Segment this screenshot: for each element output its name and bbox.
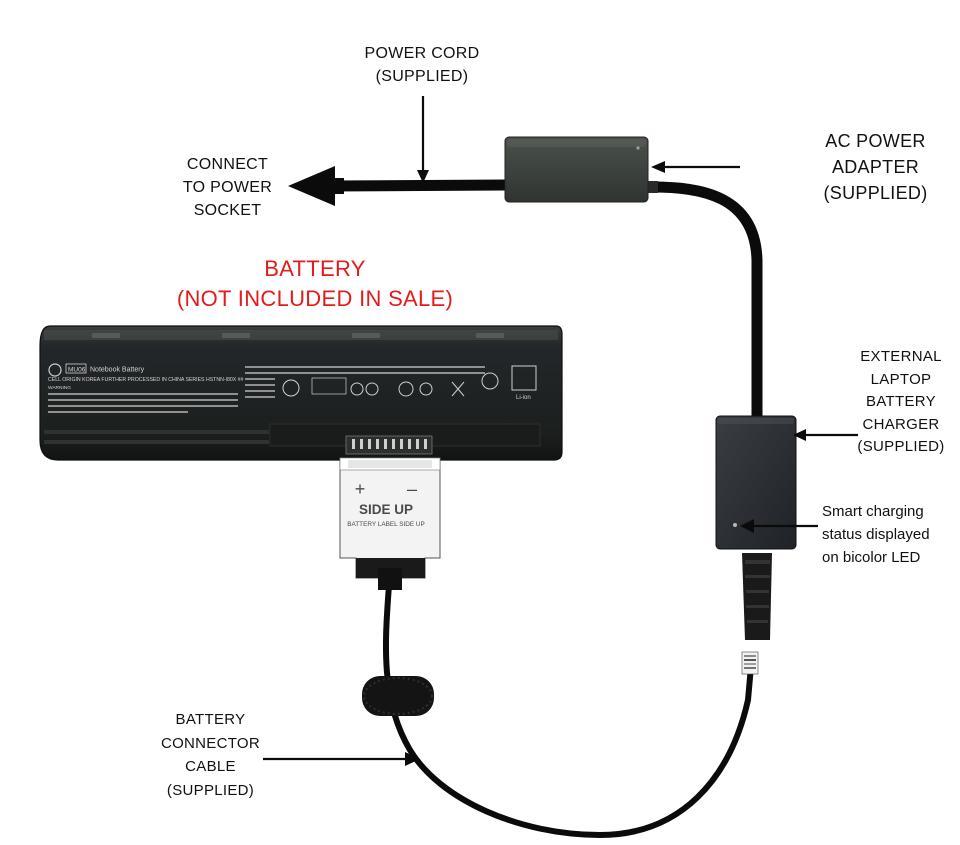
connector-cable-label: BATTERY CONNECTOR CABLE (SUPPLIED) [158, 708, 263, 802]
external-charger-label: EXTERNAL LAPTOP BATTERY CHARGER (SUPPLIE… [845, 346, 957, 459]
battery-connector-cable [386, 585, 752, 835]
laptop-battery: MU06 Notebook Battery CELL ORIGIN KOREA … [40, 326, 562, 460]
smart-charging-label: Smart charging status displayed on bicol… [822, 500, 958, 569]
socket-arrow-icon [288, 166, 335, 206]
bicolor-led [733, 523, 737, 527]
connector-side-up: SIDE UP [359, 502, 413, 517]
battery-warning: WARNING [48, 385, 71, 391]
battery-title: BATTERY (NOT INCLUDED IN SALE) [150, 254, 480, 314]
connector-minus: – [407, 479, 417, 499]
battery-chemistry: Li-ion [516, 395, 531, 401]
ac-adapter-label: AC POWER ADAPTER (SUPPLIED) [808, 128, 943, 206]
connector-plus: + [355, 479, 366, 499]
power-cord [288, 166, 505, 206]
battery-model: MU06 [68, 367, 86, 374]
adapter-to-charger-cable [652, 187, 757, 418]
battery-product: Notebook Battery [90, 367, 145, 374]
battery-origin: CELL ORIGIN KOREA FURTHER PROCESSED IN C… [48, 377, 244, 383]
adapter-arrow-icon [651, 161, 665, 173]
connect-socket-label: CONNECT TO POWER SOCKET [170, 153, 285, 222]
battery-connector-plug: + – SIDE UP BATTERY LABEL SIDE UP [340, 458, 440, 590]
charger-dc-plug [742, 553, 772, 674]
power-cord-label: POWER CORD (SUPPLIED) [352, 42, 492, 88]
ac-power-adapter [505, 137, 648, 202]
connector-side-up-note: BATTERY LABEL SIDE UP [347, 521, 425, 528]
external-charger [716, 416, 796, 549]
ferrite-bead [362, 676, 434, 716]
